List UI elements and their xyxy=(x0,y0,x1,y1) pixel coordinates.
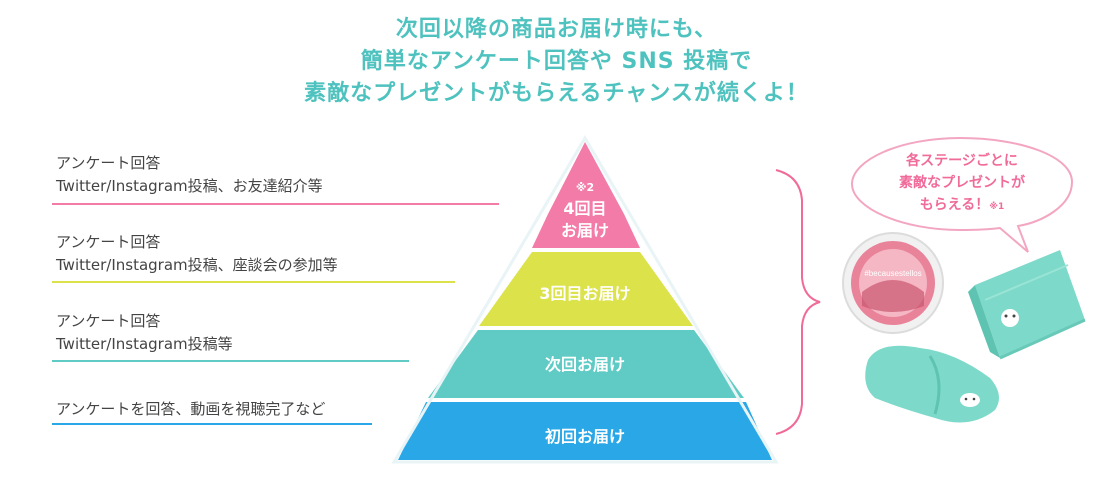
pyramid-tier-4 xyxy=(532,142,640,248)
bubble-line-1: 各ステージごとに xyxy=(906,153,1018,169)
stage-4-label-line-1: アンケート回答 xyxy=(56,154,161,172)
stage-4-label-line-2: Twitter/Instagram投稿、お友達紹介等 xyxy=(56,177,323,195)
stage-3-label: アンケート回答 Twitter/Instagram投稿、座談会の参加等 xyxy=(56,231,338,277)
stage-3-label-line-2: Twitter/Instagram投稿、座談会の参加等 xyxy=(56,256,338,274)
stage-2-label-line-2: Twitter/Instagram投稿等 xyxy=(56,335,233,353)
headline-line-3: 素敵なプレゼントがもらえるチャンスが続くよ！ xyxy=(304,81,809,106)
stage-1-label: アンケートを回答、動画を視聴完了など xyxy=(56,398,325,421)
pyramid-outline xyxy=(391,135,779,464)
headline-line-2: 簡単なアンケート回答や SNS 投稿で xyxy=(360,49,753,74)
stage-2-underline xyxy=(52,360,409,362)
stage-2-label-line-1: アンケート回答 xyxy=(56,312,161,330)
tier-1-label: 初回お届け xyxy=(544,427,625,446)
bubble-line-3-text: もらえる！ xyxy=(919,197,990,213)
mirror-brand-text: #becausestellos xyxy=(864,269,921,278)
tier-4-note: ※2 xyxy=(575,181,595,194)
face-towel-image xyxy=(968,250,1086,360)
bubble-line-2: 素敵なプレゼントが xyxy=(899,175,1025,191)
headline: 次回以降の商品お届け時にも、 簡単なアンケート回答や SNS 投稿で 素敵なプレ… xyxy=(0,14,1113,110)
prize-bracket xyxy=(775,169,821,435)
stage-4-label: アンケート回答 Twitter/Instagram投稿、お友達紹介等 xyxy=(56,152,323,198)
pyramid-tier-2 xyxy=(428,330,744,398)
stage-1-label-line-1: アンケートを回答、動画を視聴完了など xyxy=(56,400,326,418)
tier-4-label-line-1: 4回目 xyxy=(563,199,607,218)
stage-3-label-line-1: アンケート回答 xyxy=(56,233,161,251)
bubble-text: 各ステージごとに 素敵なプレゼントが もらえる！※1 xyxy=(862,150,1062,218)
stage-3-underline xyxy=(52,281,455,283)
compact-mirror-image: #becausestellos xyxy=(842,232,944,334)
stage-2-label: アンケート回答 Twitter/Instagram投稿等 xyxy=(56,310,233,356)
speech-bubble xyxy=(850,136,1074,253)
tier-3-label: 3回目お届け xyxy=(539,284,631,303)
headline-line-1: 次回以降の商品お届け時にも、 xyxy=(395,17,718,42)
tier-4-label-line-2: お届け xyxy=(560,221,609,240)
hair-band-image xyxy=(865,345,999,423)
bubble-note: ※1 xyxy=(989,202,1005,212)
bubble-line-3: もらえる！※1 xyxy=(862,194,1062,218)
stage-1-underline xyxy=(52,423,372,425)
tier-2-label: 次回お届け xyxy=(544,355,625,374)
pyramid-tier-1 xyxy=(398,402,772,460)
stage-4-underline xyxy=(52,203,499,205)
pyramid-tier-3 xyxy=(479,252,693,326)
tier-4-label: 4回目 お届け xyxy=(545,198,625,242)
